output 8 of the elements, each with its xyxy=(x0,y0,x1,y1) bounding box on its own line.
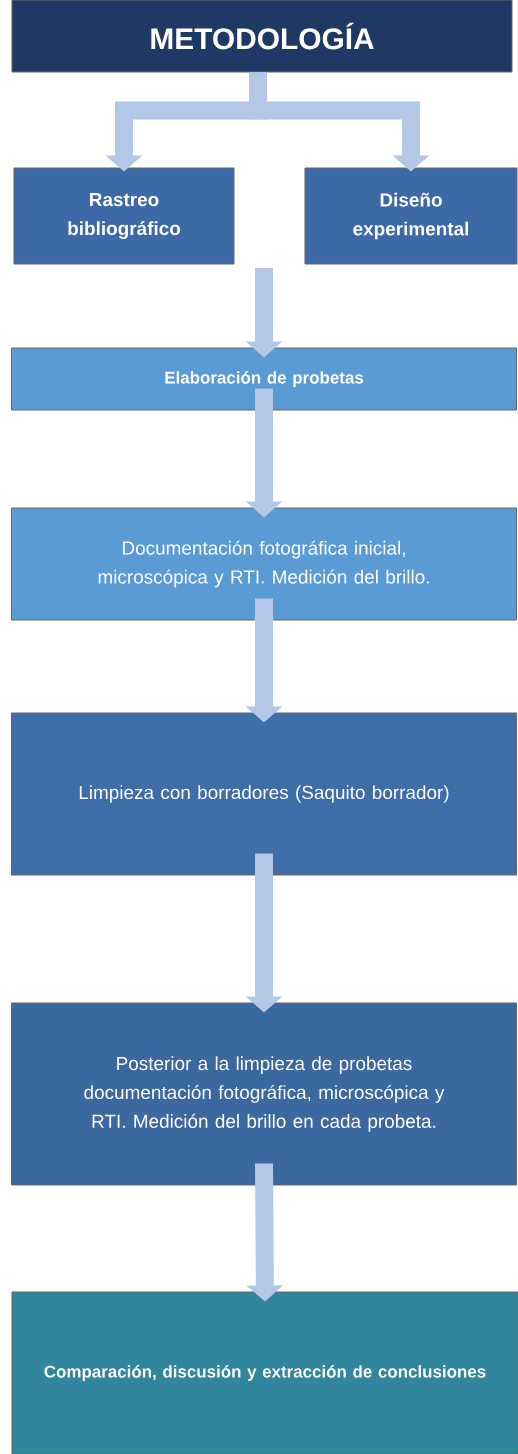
process-box: Documentación fotográfica inicial, microscópica y RTI. Medición del brillo. xyxy=(11,507,517,621)
process-box: Elaboración de probetas xyxy=(11,347,517,411)
process-box: Limpieza con borradores (Saquito borrador) xyxy=(11,712,517,876)
title-box: METODOLOGÍA xyxy=(11,0,513,73)
conclusion-box: Comparación, discusión y extracción de conclusiones xyxy=(11,1291,518,1454)
process-box: Diseño experimental xyxy=(304,167,518,265)
process-box: Posterior a la limpieza de probetas documentación fotográfica, microscópica y RTI. Medición del brillo en cada probeta. xyxy=(11,1002,517,1186)
process-box: Rastreo bibliográfico xyxy=(13,167,235,265)
